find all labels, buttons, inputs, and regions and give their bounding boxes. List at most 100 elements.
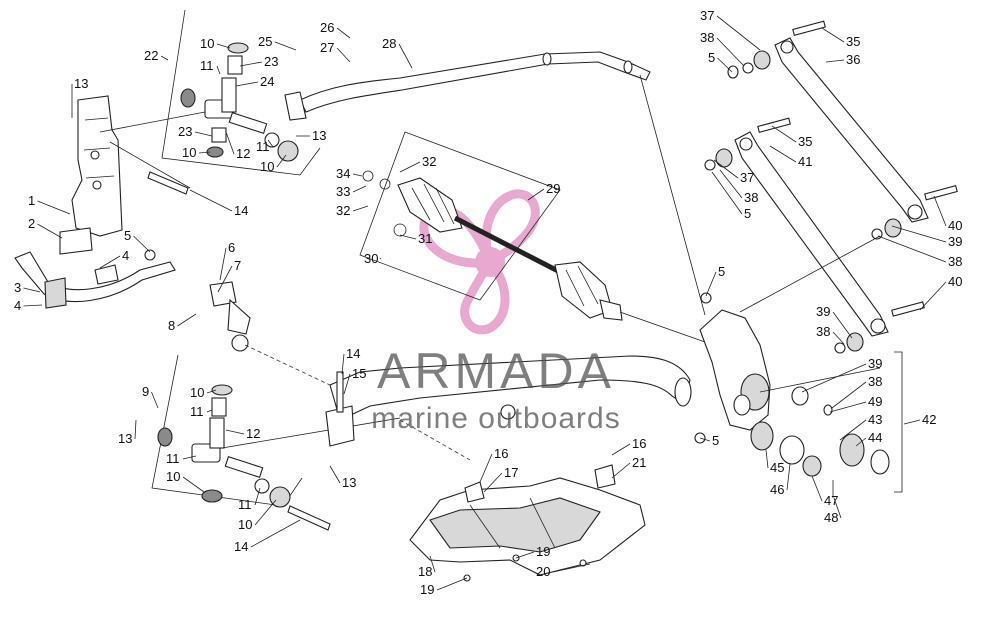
- callout-leader-c13d: [329, 465, 341, 484]
- callout-leader-c15: [343, 373, 351, 395]
- brand-name: ARMADA: [377, 343, 615, 399]
- callout-label-c20: 20: [536, 564, 550, 579]
- armada-wordmark: ARMADA marine outboards: [371, 343, 619, 435]
- callout-leader-c10c: [276, 154, 287, 168]
- callout-leader-c27: [336, 47, 351, 63]
- callout-label-c1: 1: [28, 193, 35, 208]
- callout-label-c3: 3: [14, 280, 21, 295]
- callout-leader-c40b: [919, 281, 947, 311]
- callout-label-c42: 42: [922, 412, 936, 427]
- callout-leader-c32b: [352, 205, 369, 212]
- callout-leader-c32a: [399, 161, 421, 173]
- callout-leader-c39c: [801, 363, 867, 393]
- callout-label-c32b: 32: [336, 203, 350, 218]
- callout-leader-c9: [151, 391, 159, 409]
- callout-label-c38b: 38: [744, 190, 758, 205]
- callout-leader-c19a: [436, 577, 468, 591]
- callout-leader-c40a: [933, 195, 947, 227]
- callout-label-c47: 47: [824, 493, 838, 508]
- callout-leader-c10f: [254, 499, 277, 526]
- callout-label-c11d: 11: [166, 451, 180, 466]
- callout-leader-c12b: [225, 429, 245, 435]
- callout-label-c48: 48: [824, 510, 838, 525]
- callout-leader-c23a: [239, 61, 263, 67]
- callout-label-c13c: 13: [118, 431, 132, 446]
- callout-leader-c21: [611, 462, 631, 479]
- callout-leader-c19b: [515, 551, 535, 559]
- callout-leader-c10b: [198, 151, 211, 154]
- callout-leader-c48: [833, 497, 842, 519]
- callout-leader-c4a: [23, 304, 43, 307]
- callout-label-c37a: 37: [700, 8, 714, 23]
- callout-label-c27: 27: [320, 40, 334, 55]
- callout-leader-c13c: [134, 419, 137, 440]
- callout-leader-c8: [177, 313, 197, 327]
- callout-leader-c10d: [206, 389, 217, 394]
- callout-label-c38c: 38: [948, 254, 962, 269]
- callout-label-c23a: 23: [264, 54, 278, 69]
- callout-label-c17: 17: [504, 465, 518, 480]
- callout-leader-c10e: [182, 476, 205, 493]
- callout-label-c14b: 14: [346, 346, 360, 361]
- callout-label-c21: 21: [632, 455, 646, 470]
- callout-label-c39a: 39: [948, 234, 962, 249]
- callout-leader-c17: [483, 472, 503, 493]
- callout-leader-c44: [855, 437, 867, 447]
- callout-leader-c46: [786, 463, 791, 491]
- callout-label-c19a: 19: [420, 582, 434, 597]
- callout-leader-c42: [903, 419, 921, 425]
- callout-label-c11b: 11: [256, 139, 270, 154]
- callout-label-c12a: 12: [236, 146, 250, 161]
- mount-bracket-plate: [71, 95, 123, 237]
- callout-label-c37b: 37: [740, 170, 754, 185]
- callout-leader-c1: [37, 200, 71, 215]
- callout-label-c38e: 38: [868, 374, 882, 389]
- callout-leader-c28: [398, 43, 413, 69]
- callout-label-c30: 30: [364, 251, 378, 266]
- callout-leader-c14a: [189, 189, 233, 212]
- callout-leader-c16a: [479, 453, 493, 483]
- callout-label-c36: 36: [846, 52, 860, 67]
- callout-leader-c38d: [832, 331, 845, 345]
- callout-label-c10a: 10: [200, 36, 214, 51]
- callout-leader-c38b: [719, 169, 743, 199]
- callout-label-c16a: 16: [494, 446, 508, 461]
- callout-label-c18: 18: [418, 564, 432, 579]
- callout-leader-c11e: [254, 487, 261, 506]
- callout-label-c13a: 13: [74, 76, 88, 91]
- callout-label-c31: 31: [418, 231, 432, 246]
- callout-label-c11e: 11: [238, 497, 252, 512]
- callout-label-c29: 29: [546, 181, 560, 196]
- callout-leader-c34: [352, 173, 363, 177]
- lower-link-assembly: [151, 354, 401, 531]
- callout-label-c5d: 5: [708, 50, 715, 65]
- callout-label-c10e: 10: [166, 469, 180, 484]
- callout-label-c25: 25: [258, 34, 272, 49]
- callout-label-c23b: 23: [178, 124, 192, 139]
- callout-leader-c38e: [831, 381, 867, 409]
- top-bar: [284, 51, 706, 316]
- callout-leader-c31: [399, 234, 417, 240]
- callout-label-c14c: 14: [234, 539, 248, 554]
- callout-leader-c37b: [713, 159, 739, 179]
- callout-leader-c10a: [216, 43, 231, 49]
- callout-label-c10b: 10: [182, 145, 196, 160]
- callout-label-c15: 15: [352, 366, 366, 381]
- callout-label-c10c: 10: [260, 159, 274, 174]
- callout-leader-c20: [552, 563, 591, 573]
- stabilizer-bar: [14, 227, 331, 386]
- callout-label-c5c: 5: [712, 433, 719, 448]
- callout-label-c24: 24: [260, 74, 274, 89]
- callout-label-c35a: 35: [846, 34, 860, 49]
- callout-label-c10f: 10: [238, 517, 252, 532]
- callout-leader-c35b: [771, 125, 797, 143]
- callout-leader-c26: [336, 27, 351, 39]
- upper-rear-link: [727, 20, 958, 240]
- callout-label-c40b: 40: [948, 274, 962, 289]
- callout-label-c5e: 5: [744, 206, 751, 221]
- callout-leader-c41: [769, 145, 797, 163]
- callout-label-c32a: 32: [422, 154, 436, 169]
- callout-label-c11a: 11: [200, 58, 214, 73]
- callout-label-c5b: 5: [718, 264, 725, 279]
